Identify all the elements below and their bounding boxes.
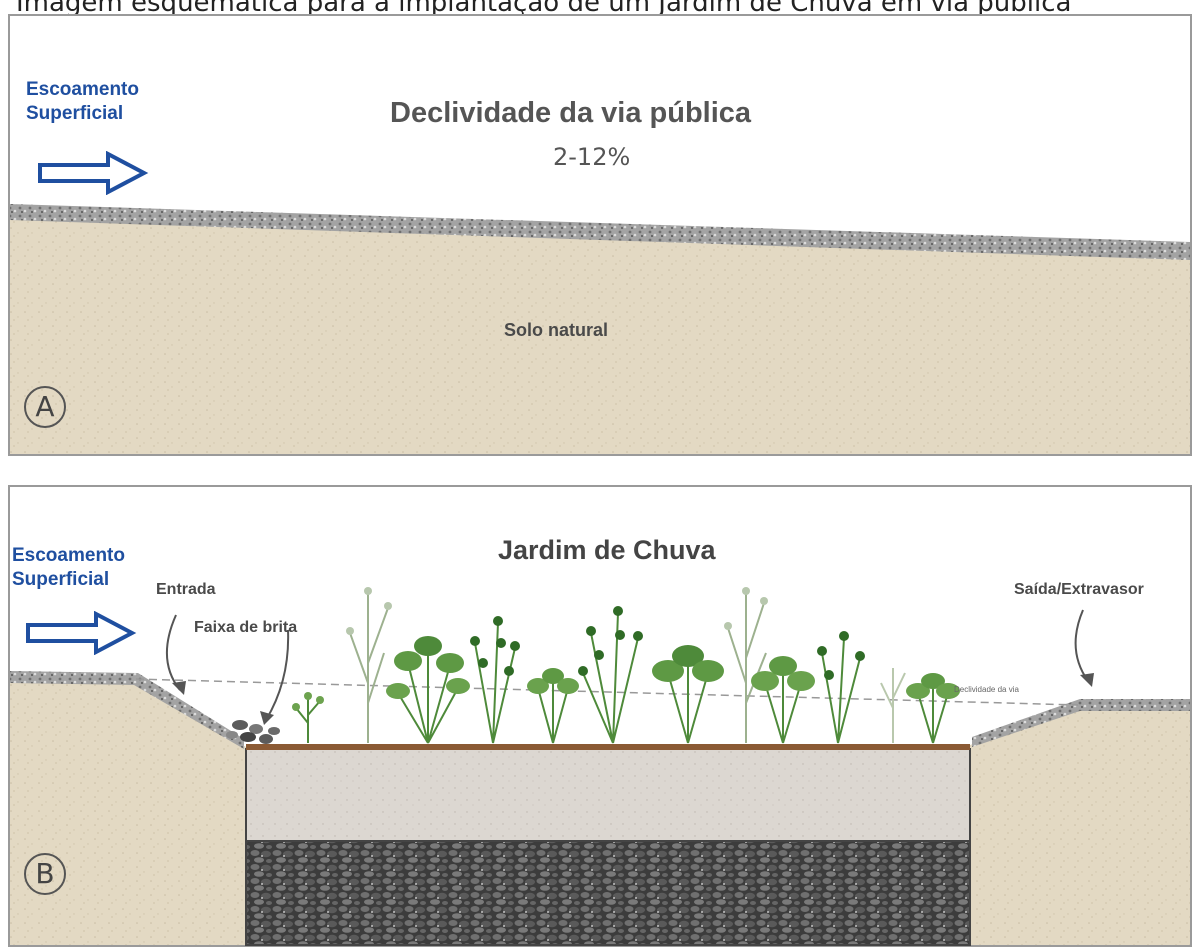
runoff-label-a-line1: Escoamento	[26, 79, 139, 100]
road-surface-right	[972, 699, 1190, 747]
figure-caption: Imagem esquemática para a implantação de…	[16, 0, 1072, 18]
mulch-layer	[246, 744, 970, 750]
runoff-label-b-line1: Escoamento	[12, 545, 125, 566]
road-slope-note: Declividade da via	[954, 685, 1019, 694]
runoff-label-a-line2: Superficial	[26, 103, 124, 124]
road-surface	[10, 204, 1190, 260]
road-surface-left	[10, 671, 244, 749]
left-soil-bank	[10, 677, 246, 945]
road-slope-title: Declividade da via pública	[390, 97, 752, 129]
gravel-strip-stones	[226, 720, 280, 744]
runoff-arrow-icon	[38, 151, 149, 195]
gravel-strip-label: Faixa de brita	[194, 619, 298, 636]
natural-soil-layer	[10, 206, 1190, 454]
outlet-label: Saída/Extravasor	[1014, 581, 1144, 598]
filter-media-layer	[245, 748, 971, 842]
gravel-strip-pointer-arrow	[265, 629, 290, 721]
right-soil-bank	[970, 705, 1190, 945]
panel-a-illustration	[8, 14, 1192, 456]
runoff-arrow-b-icon	[26, 611, 137, 655]
inlet-label: Entrada	[156, 581, 216, 598]
slope-range: 2-12%	[553, 143, 631, 171]
panel-a-road-slope: Escoamento Superficial Declividade da vi…	[8, 14, 1192, 456]
panel-b-rain-garden: Escoamento Superficial Jardim de Chuva E…	[8, 485, 1192, 947]
stone-reservoir-layer	[245, 840, 971, 946]
rain-garden-plants	[292, 587, 960, 744]
rain-garden-title: Jardim de Chuva	[498, 535, 716, 565]
panel-a-badge: A	[24, 386, 66, 428]
panel-b-illustration	[8, 485, 1192, 947]
panel-b-badge: B	[24, 853, 66, 895]
runoff-label-b-line2: Superficial	[12, 569, 110, 590]
soil-label: Solo natural	[504, 320, 609, 340]
